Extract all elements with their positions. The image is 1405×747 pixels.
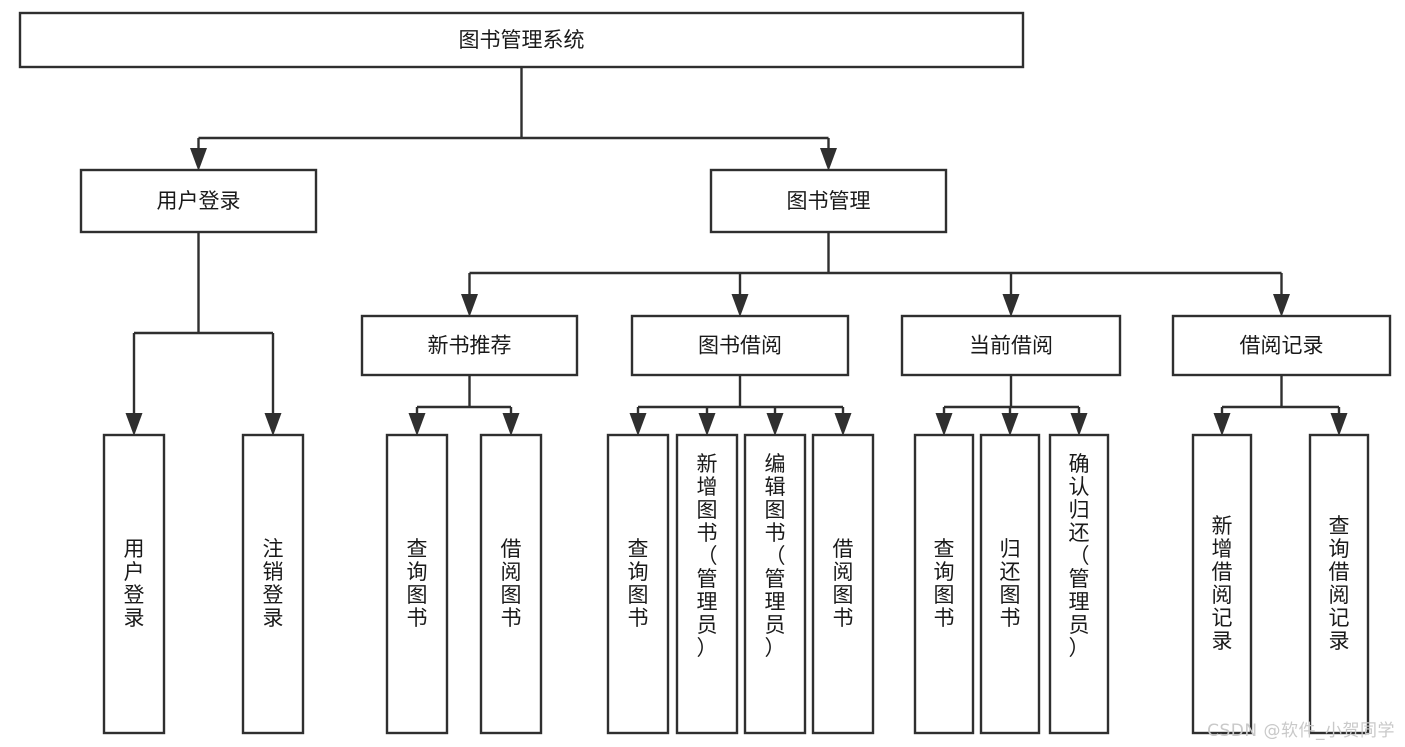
arrow-head-icon: [698, 413, 716, 436]
arrow-head-icon: [190, 148, 207, 171]
node-label: 新增图书（管理员）: [697, 452, 718, 660]
node-n2a[interactable]: 用户登录: [79, 168, 318, 234]
node-label: 用户登录: [157, 189, 241, 213]
node-l5[interactable]: 查询图书: [606, 433, 670, 735]
connector-layer: [125, 67, 1348, 436]
node-l4[interactable]: 借阅图书: [479, 433, 543, 735]
node-label: 借阅图书: [833, 537, 854, 630]
node-box: [79, 168, 318, 234]
node-box: [241, 433, 305, 735]
node-label: 借阅图书: [501, 537, 522, 630]
node-label: 归还图书: [1000, 537, 1021, 630]
arrow-head-icon: [935, 413, 953, 436]
node-l9[interactable]: 查询图书: [913, 433, 975, 735]
arrow-head-icon: [1070, 413, 1088, 436]
node-n3c[interactable]: 当前借阅: [900, 314, 1122, 377]
connector-group-root: [190, 67, 837, 171]
node-box: [1308, 433, 1370, 735]
node-label: 图书管理: [787, 189, 871, 213]
node-label: 查询图书: [628, 537, 649, 630]
connector-group-n3b: [629, 375, 852, 436]
node-label: 查询图书: [934, 537, 955, 630]
node-box: [709, 168, 948, 234]
node-box: [479, 433, 543, 735]
node-n3a[interactable]: 新书推荐: [360, 314, 579, 377]
arrow-head-icon: [766, 413, 784, 436]
node-box: [360, 314, 579, 377]
node-label: 用户登录: [124, 537, 145, 630]
node-label: 查询借阅记录: [1329, 514, 1350, 653]
connector-group-n3d: [1213, 375, 1348, 436]
node-n3d[interactable]: 借阅记录: [1171, 314, 1392, 377]
arrow-head-icon: [1001, 413, 1019, 436]
arrow-head-icon: [1273, 294, 1290, 317]
node-box: [900, 314, 1122, 377]
node-layer: 图书管理系统用户登录图书管理新书推荐图书借阅当前借阅借阅记录用户登录注销登录查询…: [18, 11, 1392, 735]
node-root[interactable]: 图书管理系统: [18, 11, 1025, 69]
connector-group-n2a: [125, 232, 282, 436]
node-l1[interactable]: 用户登录: [102, 433, 166, 735]
node-l11[interactable]: 确认归还（管理员）: [1048, 433, 1110, 735]
node-label: 图书借阅: [698, 334, 782, 358]
arrow-head-icon: [125, 413, 143, 436]
node-l13[interactable]: 查询借阅记录: [1308, 433, 1370, 735]
node-label: 图书管理系统: [459, 28, 585, 52]
node-l12[interactable]: 新增借阅记录: [1191, 433, 1253, 735]
arrow-head-icon: [834, 413, 852, 436]
node-box: [385, 433, 449, 735]
node-box: [979, 433, 1041, 735]
arrow-head-icon: [1002, 294, 1020, 317]
node-label: 新增借阅记录: [1212, 514, 1233, 653]
node-n3b[interactable]: 图书借阅: [630, 314, 850, 377]
node-box: [1171, 314, 1392, 377]
node-box: [1191, 433, 1253, 735]
node-box: [1048, 433, 1110, 735]
node-l6[interactable]: 新增图书（管理员）: [675, 433, 739, 735]
arrow-head-icon: [408, 413, 426, 436]
node-label: 当前借阅: [969, 334, 1053, 358]
node-l7[interactable]: 编辑图书（管理员）: [743, 433, 807, 735]
arrow-head-icon: [502, 413, 520, 436]
node-n2b[interactable]: 图书管理: [709, 168, 948, 234]
node-box: [743, 433, 807, 735]
node-label: 确认归还（管理员）: [1069, 452, 1090, 660]
node-l10[interactable]: 归还图书: [979, 433, 1041, 735]
connector-group-n3c: [935, 375, 1088, 436]
connector-group-n2b: [461, 232, 1290, 317]
node-label: 借阅记录: [1240, 334, 1324, 358]
node-box: [18, 11, 1025, 69]
arrow-head-icon: [820, 148, 837, 171]
node-l8[interactable]: 借阅图书: [811, 433, 875, 735]
arrow-head-icon: [629, 413, 647, 436]
connector-group-n3a: [408, 375, 520, 436]
arrow-head-icon: [1330, 413, 1348, 436]
node-box: [675, 433, 739, 735]
arrow-head-icon: [1213, 413, 1231, 436]
node-box: [606, 433, 670, 735]
arrow-head-icon: [461, 294, 478, 317]
arrow-head-icon: [264, 413, 282, 436]
node-box: [913, 433, 975, 735]
node-label: 新书推荐: [428, 334, 512, 358]
node-l3[interactable]: 查询图书: [385, 433, 449, 735]
node-label: 编辑图书（管理员）: [765, 452, 786, 660]
node-box: [630, 314, 850, 377]
node-label: 查询图书: [407, 537, 428, 630]
node-box: [102, 433, 166, 735]
node-label: 注销登录: [263, 537, 284, 630]
node-box: [811, 433, 875, 735]
node-l2[interactable]: 注销登录: [241, 433, 305, 735]
arrow-head-icon: [731, 294, 749, 317]
